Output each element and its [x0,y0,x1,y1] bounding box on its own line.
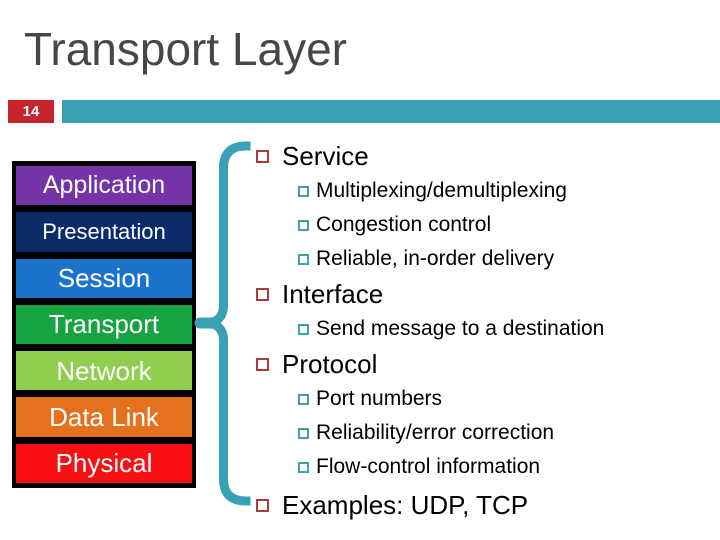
square-bullet-icon [256,357,269,371]
square-bullet-icon [256,149,269,163]
bullet-item: Flow-control information [256,450,716,484]
bullet-text: Interface [282,278,384,309]
accent-bar [62,100,720,123]
bullet-text: Multiplexing/demultiplexing [316,179,567,202]
bullet-list: Service Multiplexing/demultiplexing Cong… [256,138,716,523]
square-bullet-icon [298,219,309,231]
bullet-item: Reliable, in-order delivery [256,242,716,276]
slide-title: Transport Layer [24,23,347,75]
bullet-text: Send message to a destination [316,317,605,340]
bullet-text: Examples: UDP, TCP [282,489,529,520]
osi-layer-application: Application [16,166,192,206]
bullet-text: Congestion control [316,213,492,236]
osi-stack-diagram: Application Presentation Session Transpo… [12,161,196,488]
osi-layer-data-link: Data Link [16,397,192,437]
bullet-item: Multiplexing/demultiplexing [256,174,716,208]
bullet-item: Service [256,138,716,174]
square-bullet-icon [256,498,269,512]
bullet-text: Flow-control information [316,455,541,478]
osi-layer-session: Session [16,258,192,298]
page-number-badge: 14 [8,100,54,123]
bullet-item: Port numbers [256,382,716,416]
bullet-item: Reliability/error correction [256,416,716,450]
bullet-item: Examples: UDP, TCP [256,487,716,523]
bullet-text: Reliable, in-order delivery [316,247,555,270]
bullet-item: Congestion control [256,208,716,242]
osi-layer-network: Network [16,351,192,391]
square-bullet-icon [256,287,269,301]
square-bullet-icon [298,461,309,473]
bullet-item: Interface [256,276,716,312]
brace-annotation [190,130,260,520]
bullet-text: Reliability/error correction [316,421,555,444]
bullet-item: Send message to a destination [256,312,716,346]
bullet-item: Protocol [256,346,716,382]
square-bullet-icon [298,427,309,439]
osi-layer-presentation: Presentation [16,212,192,252]
square-bullet-icon [298,185,309,197]
square-bullet-icon [298,323,309,335]
square-bullet-icon [298,253,309,265]
osi-layer-physical: Physical [16,443,192,483]
curly-brace-icon [194,141,251,506]
bullet-text: Port numbers [316,387,443,410]
square-bullet-icon [298,393,309,405]
bullet-text: Protocol [282,348,378,379]
osi-layer-transport: Transport [16,304,192,345]
bullet-text: Service [282,140,369,171]
